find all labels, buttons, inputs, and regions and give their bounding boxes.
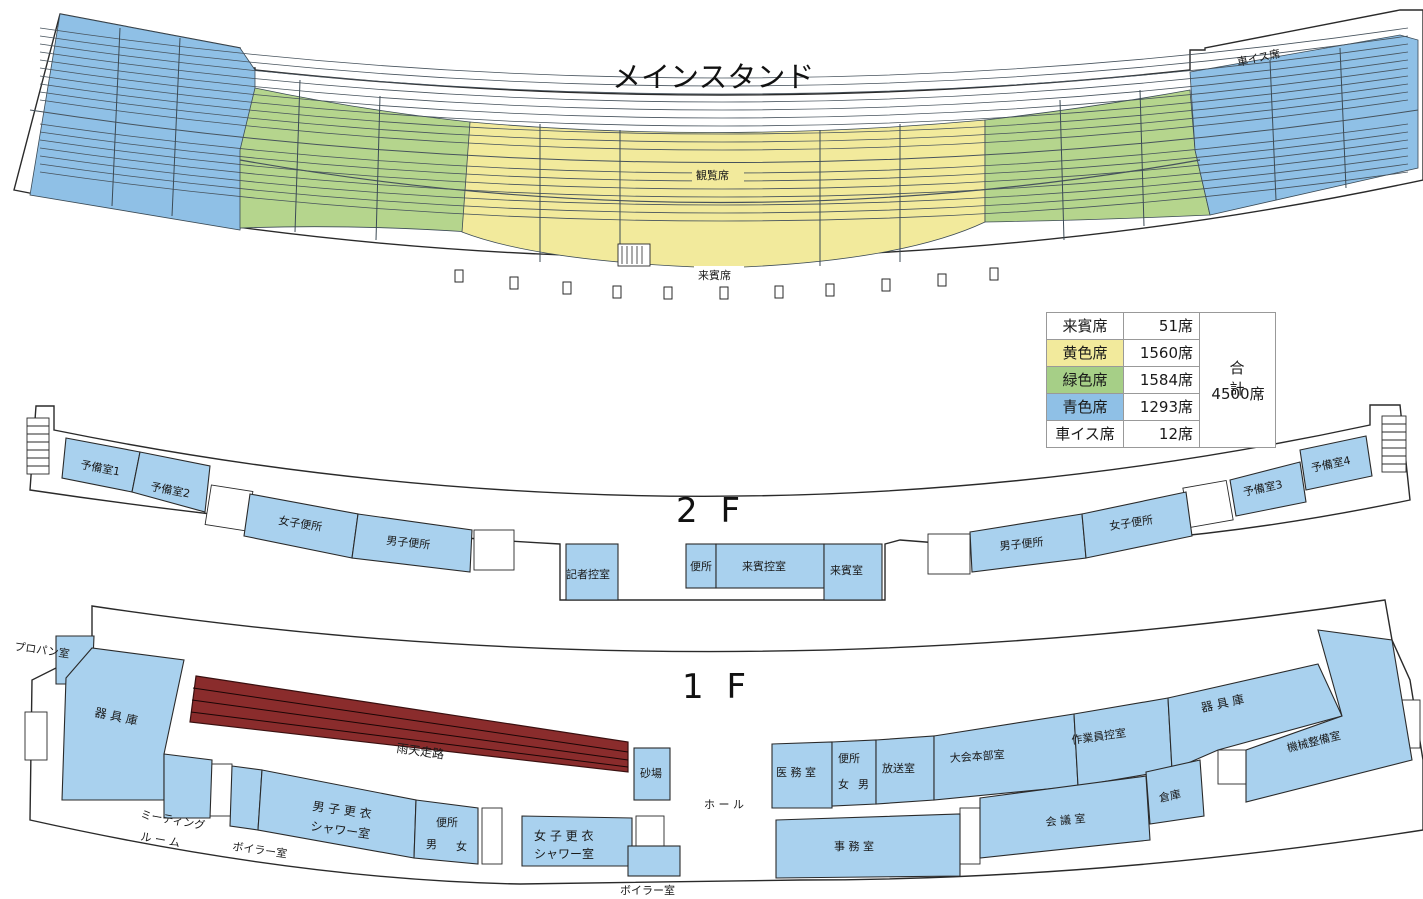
label-female-right: 女 [838,777,849,791]
floor-2: 予備室1 予備室2 女子便所 男子便所 記者控室 便所 来賓控室 来賓室 男子便… [26,404,1411,601]
legend-label: 青色席 [1047,394,1124,420]
legend-count: 1584席 [1139,371,1193,389]
legend-count: 1293席 [1139,398,1193,416]
room-equipment-right [1167,663,1343,771]
stair-1f-e [1217,749,1247,785]
legend-total-value: 4500席 [1211,385,1265,403]
floor-2-title: 2 F [676,491,746,531]
legend-count: 12席 [1158,425,1193,443]
room-storage [1145,759,1205,825]
label-conference: 会 議 室 [1045,811,1086,829]
main-stand: メインスタンド 車イス席 観覧席 来賓席 [13,9,1423,300]
vip-seats-label: 来賓席 [698,268,731,282]
legend-row: 来賓席 51席 [1047,313,1199,340]
label-female-left: 女 [456,839,467,853]
legend-row: 緑色席 1584席 [1047,367,1199,394]
room-toilet-1f-right [831,739,877,807]
label-press-room: 記者控室 [566,567,610,581]
label-mens-toilet-right: 男子便所 [999,535,1044,553]
room-boiler-left [229,765,263,831]
room-machine [1245,629,1413,803]
label-toilet-1f-right: 便所 [838,752,860,765]
label-medical: 医 務 室 [776,765,816,779]
label-storage: 倉庫 [1158,787,1182,805]
label-rain-track: 雨天走路 [396,740,446,762]
label-mens-toilet-left: 男子便所 [386,534,431,552]
room-spare-3 [1229,461,1307,517]
label-womens-locker-1: 女 子 更 衣 [534,828,593,843]
label-office: 事 務 室 [834,839,874,853]
label-hall: ホ ー ル [704,798,744,811]
stair-2f-right [1381,415,1407,473]
blue-seats-left [29,13,256,231]
label-womens-toilet-left: 女子便所 [278,513,324,534]
legend-row: 黄色席 1560席 [1047,340,1199,367]
legend-count: 1560席 [1139,344,1193,362]
radial-aisles [111,27,1347,266]
yellow-seats [461,119,986,269]
label-womens-locker-2: シャワー室 [534,846,594,861]
label-broadcast: 放送室 [882,761,915,775]
label-sandpit: 砂場 [640,767,662,780]
seats-label: 観覧席 [696,168,729,182]
label-boiler-center: ボイラー室 [620,883,675,897]
room-medical [771,741,833,809]
room-vip [823,543,883,601]
floor-1-title: 1 F [682,667,752,707]
room-spare-2 [131,451,211,513]
stair-2f-left [26,417,50,475]
label-male-right: 男 [858,778,869,791]
seat-rows [39,27,1409,222]
legend-total-label: 合 計 [1229,359,1257,398]
legend-row: 青色席 1293席 [1047,394,1199,421]
label-hq: 大会本部室 [949,747,1005,765]
stair-1f-b [481,807,503,865]
legend-total: 合 計 4500席 [1199,313,1276,447]
main-stand-title: メインスタンド [612,60,814,94]
room-toilet-1f-left [413,799,479,865]
legend-row: 車イス席 12席 [1047,421,1199,447]
rain-track [189,675,629,773]
room-sandpit [633,747,671,801]
legend-label: 来賓席 [1047,313,1124,339]
stair-1f-d [959,807,981,865]
room-boiler-center [627,845,681,877]
label-male-left: 男 [426,838,437,851]
label-vip-waiting: 来賓控室 [742,559,786,573]
label-toilet-2f: 便所 [690,560,712,573]
room-toilet-2f [685,543,717,589]
room-womens-toilet-right [1081,491,1193,559]
seat-legend-table: 来賓席 51席 黄色席 1560席 緑色席 1584席 青色席 1293席 車イ… [1046,312,1276,448]
room-press [565,543,619,601]
label-toilet-1f-left: 便所 [436,816,458,829]
room-spare-4 [1299,435,1373,491]
vip-stairs [617,243,651,267]
legend-label: 車イス席 [1047,421,1124,447]
legend-label: 緑色席 [1047,367,1124,393]
room-meeting [163,753,213,819]
stair-2f-b [473,529,515,571]
label-vip-room: 来賓室 [830,563,863,577]
stand-posts [454,267,999,300]
legend-label: 黄色席 [1047,340,1124,366]
room-conference [979,775,1151,859]
room-mens-toilet-left [351,513,473,573]
floor-1: 1 F プロパン室 器 具 庫 雨天走路 ミーティング ル ー ム ボイラー室 … [14,599,1423,897]
legend-count: 51席 [1158,317,1193,335]
stair-1f-left [24,711,48,761]
room-office [775,813,961,879]
stair-2f-c [927,533,971,575]
room-vip-waiting [715,543,825,589]
label-womens-toilet-right: 女子便所 [1108,512,1154,533]
